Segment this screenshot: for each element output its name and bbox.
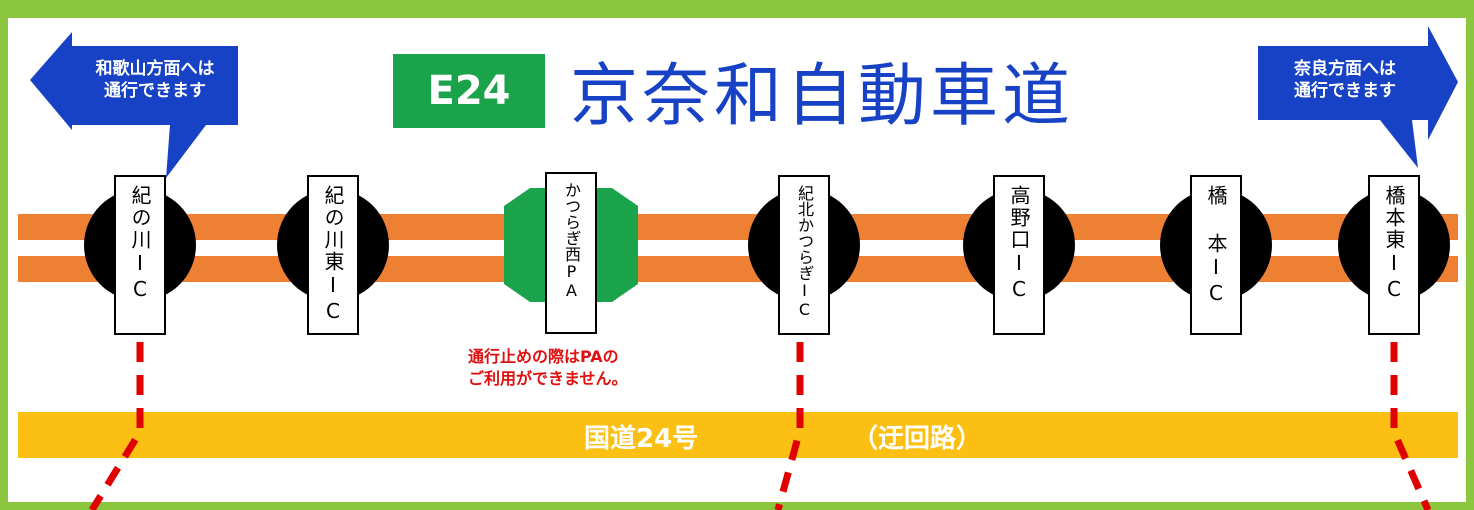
ic-label-hashimoto: 橋 本IC [1190,175,1242,335]
ic-label-kinokawa-higashi: 紀の川東IC [307,175,359,335]
pa-closure-note: 通行止めの際はPAの ご利用ができません。 [468,346,628,390]
ic-label-text: 高野口IC [1007,185,1031,303]
right-arrow-line2: 通行できます [1294,81,1396,101]
dashed-connector-kinokawa [89,342,144,510]
left-arrow-line2: 通行できます [104,81,206,101]
route-24-band [18,412,1458,458]
ic-label-text: 紀北かつらぎIC [795,185,814,319]
top-strip [0,0,1474,18]
dashed-connector-kihoku-katsuragi [774,342,804,510]
right-arrow-shape [1258,26,1458,168]
route-name: 京奈和自動車道 [570,57,1075,136]
ic-label-kinokawa: 紀の川IC [114,175,166,335]
detour-road-name: 国道24号 [584,424,699,454]
pa-note-line1: 通行止めの際はPAの [468,347,619,366]
dashed-connector-hashimoto-higashi [1390,342,1432,510]
ic-label-kihoku-katsuragi: 紀北かつらぎIC [778,175,830,335]
ic-label-hashimoto-higashi: 橋本東IC [1368,175,1420,335]
right-arrow-label: 奈良方面へは 通行できます [1262,58,1428,102]
ic-label-text: 紀の川IC [128,185,152,303]
pa-label-katsuragi-nishi: かつらぎ西PA [545,172,597,334]
ic-label-text: 橋 本IC [1204,185,1228,307]
ic-label-text: 紀の川東IC [321,185,345,325]
left-arrow-line1: 和歌山方面へは [95,59,215,79]
ic-label-text: 橋本東IC [1382,185,1406,303]
detour-road-note: （迂回路） [852,424,983,454]
pa-note-line2: ご利用ができません。 [468,369,628,388]
left-arrow-label: 和歌山方面へは 通行できます [72,58,238,102]
route-badge: E24 [393,54,545,128]
pa-label-text: かつらぎ西PA [562,182,581,300]
ic-label-koyaguchi: 高野口IC [993,175,1045,335]
left-arrow-shape [30,32,238,178]
right-arrow-line1: 奈良方面へは [1294,59,1396,79]
